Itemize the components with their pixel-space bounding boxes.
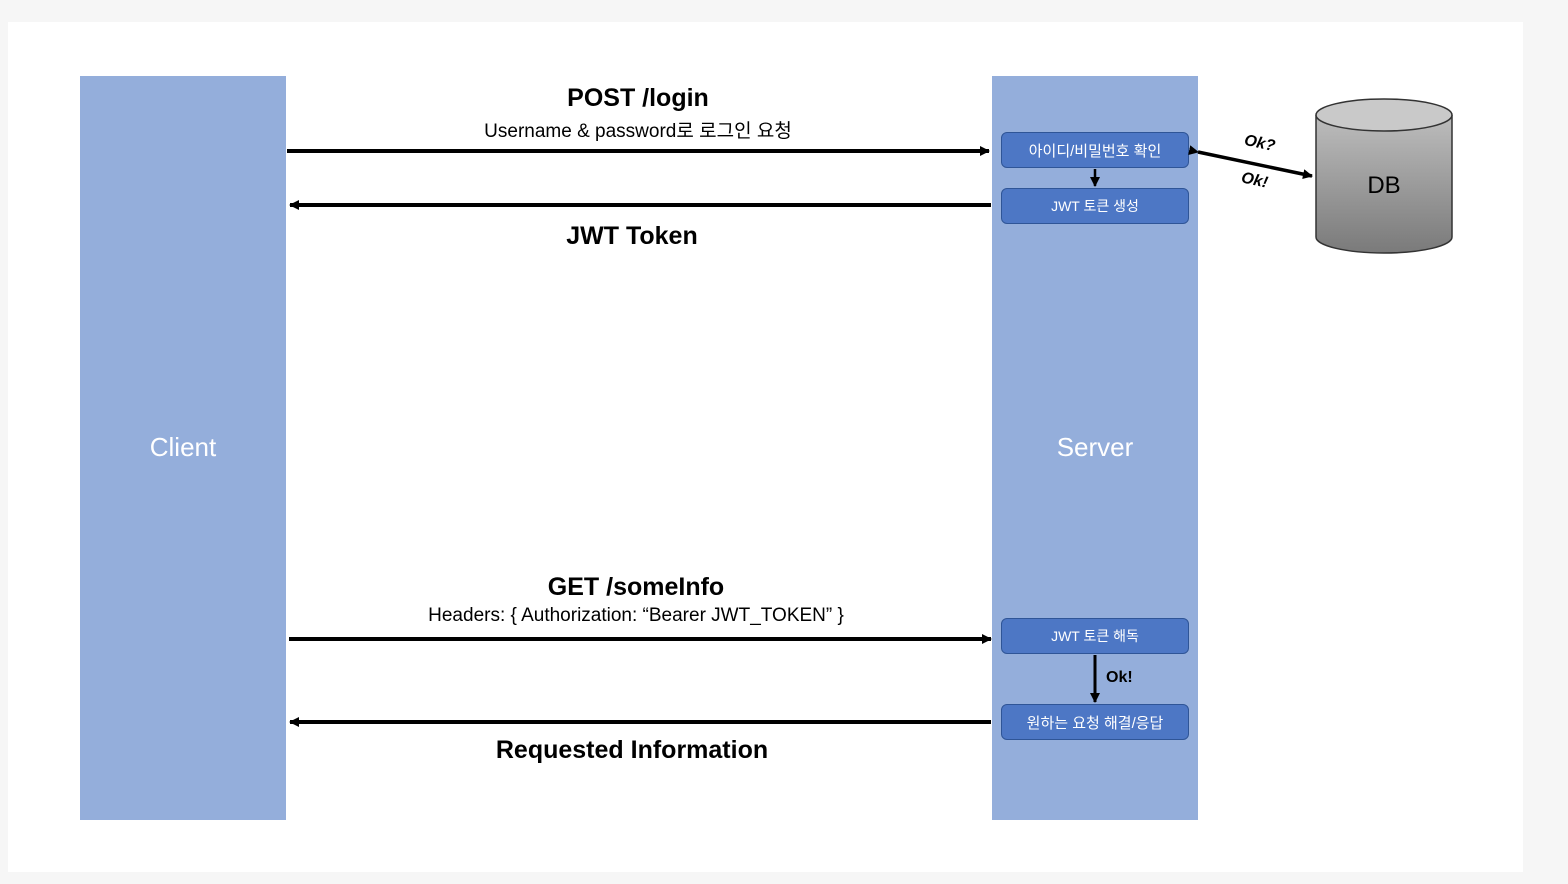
decode-token-step: JWT 토큰 해독 [1001, 618, 1189, 654]
db-label: DB [1367, 172, 1401, 199]
info-response-title: Requested Information [495, 736, 769, 764]
server-db-arrow [1188, 145, 1313, 180]
token-response-title: JWT Token [566, 222, 698, 250]
info-request-title: GET /someInfo [547, 573, 725, 601]
db-cylinder [1315, 98, 1453, 254]
resolve-request-step: 원하는 요청 해결/응답 [1001, 704, 1189, 740]
decode-ok-label: Ok! [1106, 669, 1133, 686]
client-label: Client [149, 432, 217, 462]
client-lane: Client [80, 76, 286, 820]
login-request-title: POST /login [567, 84, 709, 112]
server-label: Server [1056, 432, 1134, 462]
info-request-subtitle: Headers: { Authorization: “Bearer JWT_TO… [428, 605, 844, 626]
verify-credentials-step: 아이디/비밀번호 확인 [1001, 132, 1189, 168]
create-token-step: JWT 토큰 생성 [1001, 188, 1189, 224]
login-request-subtitle: Username & password로 로그인 요청 [484, 121, 792, 142]
